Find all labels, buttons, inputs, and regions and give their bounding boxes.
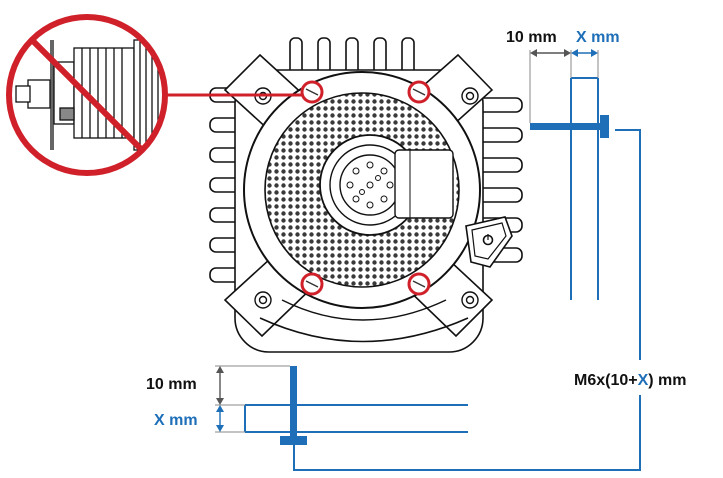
screw-spec-prefix: M6x(10+ [574,372,638,389]
corner-screw-icon [254,87,479,309]
prohibition-sign-icon [6,14,168,176]
bottom-mount-detail [215,365,641,471]
left-ten-mm-label: 10 mm [146,376,197,393]
screw-shaft [530,123,600,130]
side-mount-detail [529,49,641,360]
top-x-mm-label: X mm [576,29,620,46]
power-button-icon [465,216,513,268]
left-x-mm-label: X mm [154,412,198,429]
screw-shaft [290,366,297,436]
screw-spec-variable: X [637,372,649,389]
top-ten-mm-label: 10 mm [506,29,557,46]
screw-head [280,436,307,445]
screw-head [600,115,609,138]
bottom-bracket [259,317,469,343]
camera-body [209,37,523,353]
connector-icon [319,134,454,236]
screw-spec-label: M6x(10+X) mm [572,373,689,389]
screw-spec-suffix: ) mm [648,372,687,389]
